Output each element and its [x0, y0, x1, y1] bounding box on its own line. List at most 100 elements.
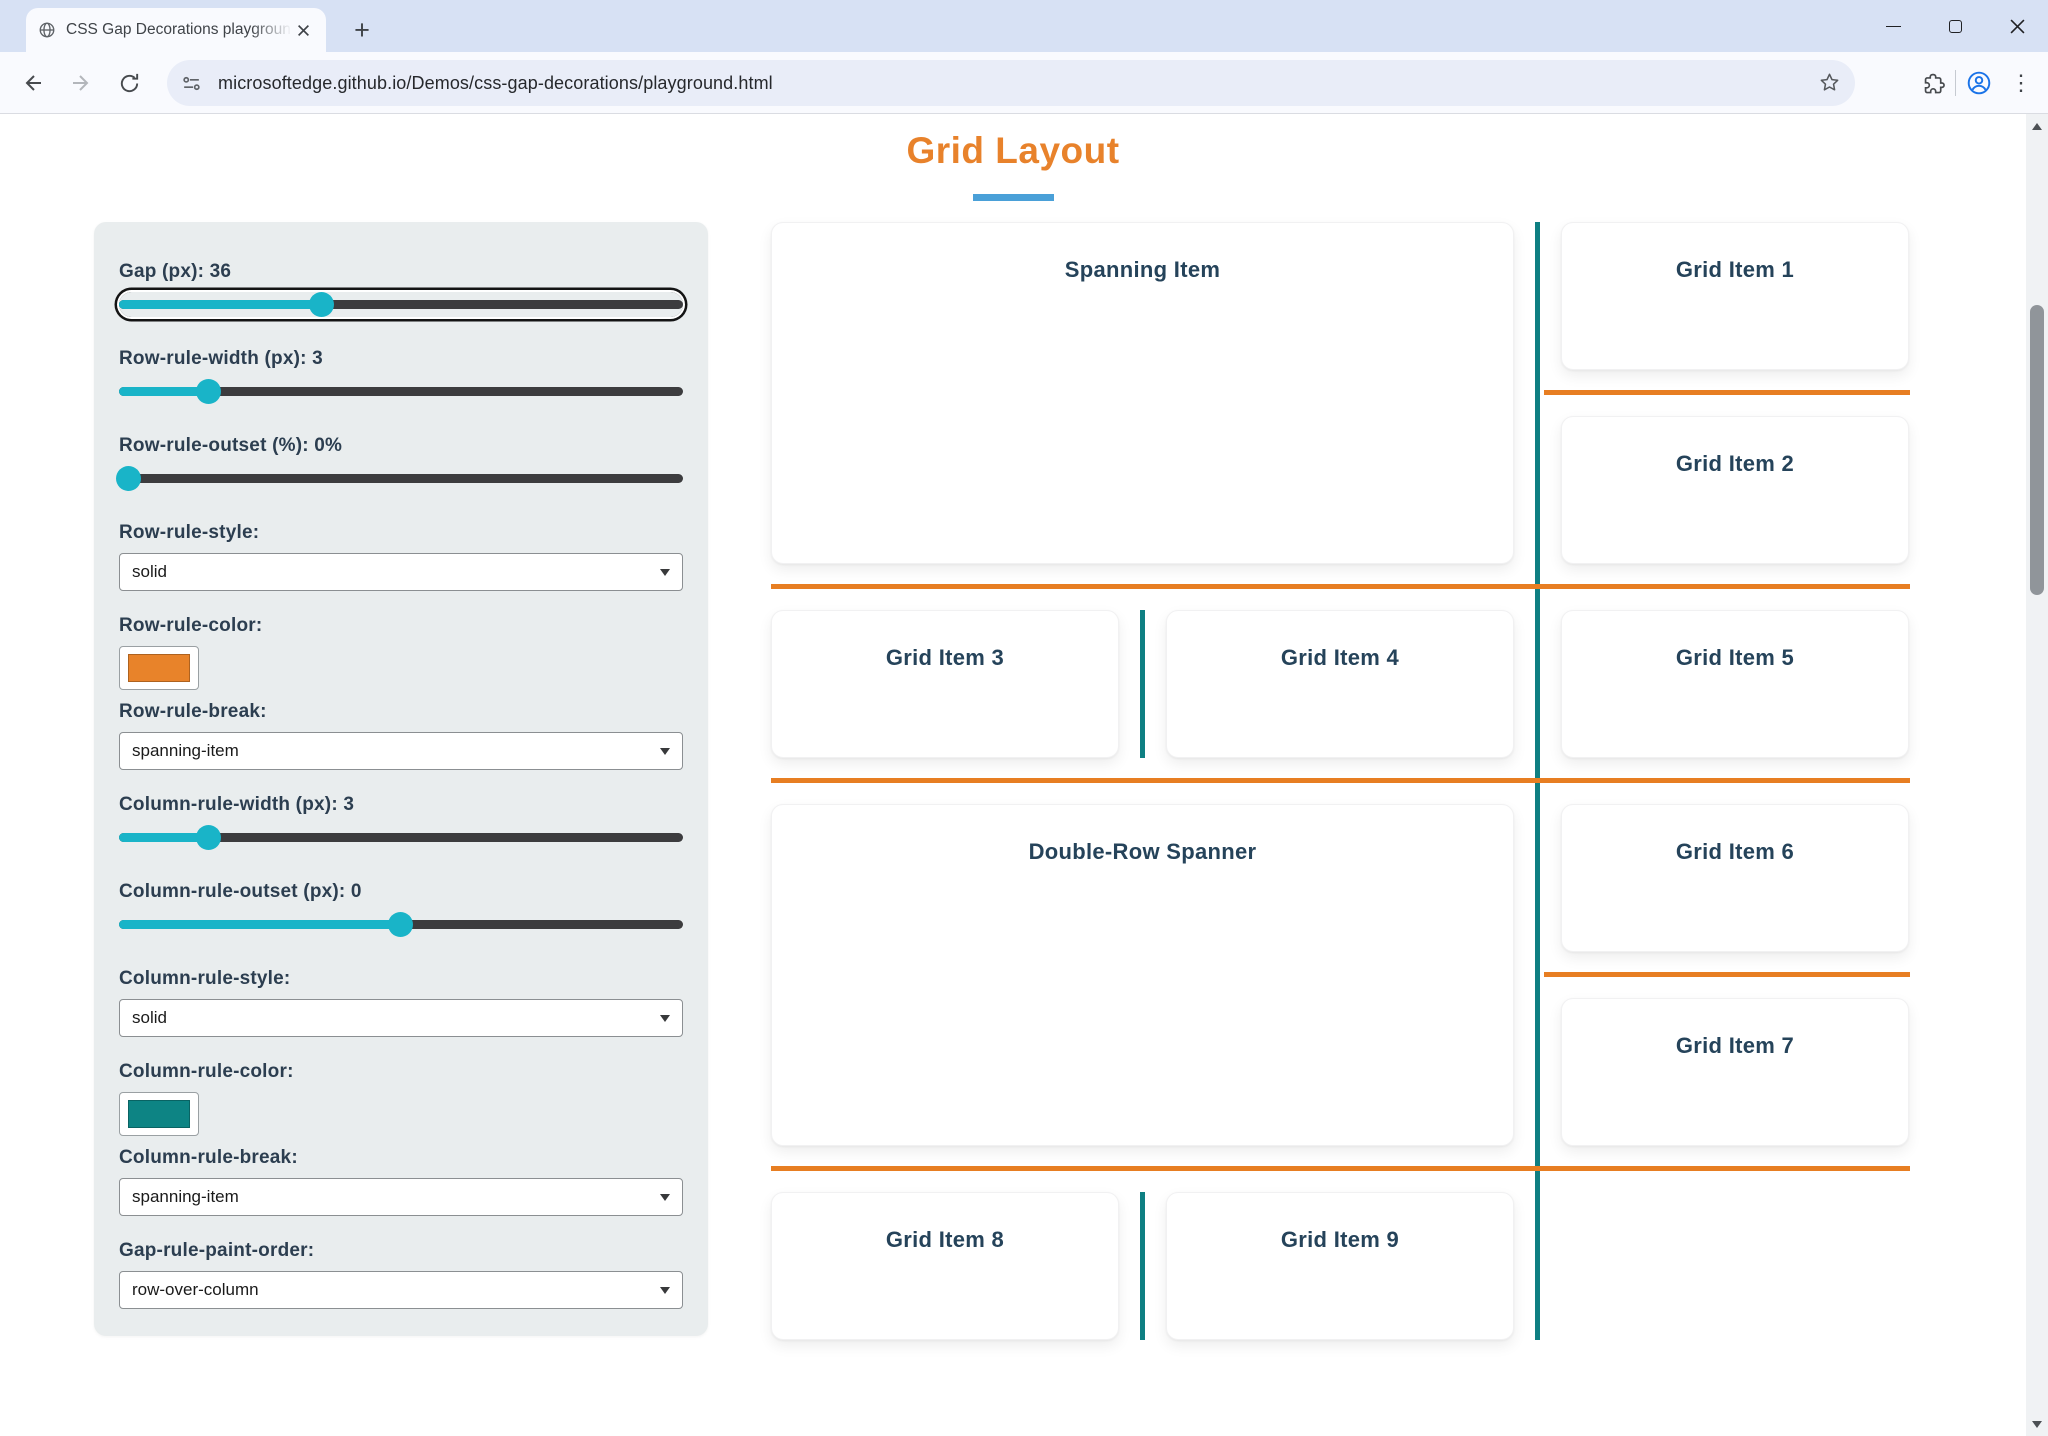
gap-slider[interactable]	[119, 292, 683, 317]
browser-tab[interactable]: CSS Gap Decorations playgroun	[26, 8, 326, 52]
grid-item-3: Grid Item 3	[771, 610, 1119, 758]
grid-item-4: Grid Item 4	[1166, 610, 1514, 758]
controls-panel: Gap (px): 36 Row-rule-width (px): 3 Row-…	[94, 222, 708, 1336]
column-rule-break-label: Column-rule-break:	[119, 1147, 298, 1168]
row-rule-width-slider[interactable]	[119, 379, 683, 404]
back-button[interactable]	[12, 62, 54, 104]
row-rule-style-label: Row-rule-style:	[119, 522, 260, 543]
grid-item-5: Grid Item 5	[1561, 610, 1909, 758]
selected-value: solid	[132, 1008, 167, 1027]
menu-kebab-icon[interactable]: ⋮	[2010, 70, 2032, 95]
globe-favicon-icon	[39, 22, 55, 38]
row-rule-line	[771, 778, 1910, 783]
column-rule-break-select[interactable]: spanning-item	[119, 1178, 683, 1216]
row-rule-style-group: Row-rule-style: solid	[119, 521, 683, 591]
tab-title: CSS Gap Decorations playgroun	[66, 21, 291, 38]
demo-grid: Spanning Item Grid Item 1 Grid Item 2 Gr…	[771, 222, 1910, 1340]
row-rule-width-label: Row-rule-width (px): 3	[119, 348, 323, 369]
column-rule-width-slider[interactable]	[119, 825, 683, 850]
chevron-down-icon	[660, 1014, 670, 1022]
row-rule-break-label: Row-rule-break:	[119, 701, 267, 722]
profile-avatar-icon[interactable]	[1966, 70, 1992, 96]
slider-thumb[interactable]	[196, 379, 222, 404]
grid-item-2: Grid Item 2	[1561, 416, 1909, 564]
reload-button[interactable]	[108, 62, 150, 104]
row-rule-style-select[interactable]: solid	[119, 553, 683, 591]
grid-item-9: Grid Item 9	[1166, 1192, 1514, 1340]
tab-strip: CSS Gap Decorations playgroun +	[0, 0, 2048, 52]
new-tab-button[interactable]: +	[354, 14, 370, 45]
tab-close-icon[interactable]	[292, 19, 314, 41]
row-rule-color-group: Row-rule-color:	[119, 614, 683, 690]
scrollbar-up-arrow[interactable]	[2026, 114, 2048, 138]
column-rule-segment	[1140, 610, 1145, 758]
slider-thumb[interactable]	[196, 825, 222, 850]
column-rule-color-label: Column-rule-color:	[119, 1061, 294, 1082]
color-swatch	[128, 1100, 190, 1128]
grid-item-1: Grid Item 1	[1561, 222, 1909, 370]
grid-item-6: Grid Item 6	[1561, 804, 1909, 952]
row-rule-line	[771, 1166, 1910, 1171]
site-settings-icon[interactable]	[181, 73, 202, 94]
gap-rule-paint-order-label: Gap-rule-paint-order:	[119, 1240, 315, 1261]
page-scrollbar[interactable]	[2026, 114, 2048, 1436]
forward-button[interactable]	[60, 62, 102, 104]
maximize-button[interactable]	[1924, 0, 1986, 52]
chevron-down-icon	[660, 1286, 670, 1294]
selected-value: spanning-item	[132, 741, 239, 760]
column-rule-width-label: Column-rule-width (px): 3	[119, 794, 355, 815]
close-button[interactable]	[1986, 0, 2048, 52]
selected-value: spanning-item	[132, 1187, 239, 1206]
gap-control-group: Gap (px): 36	[119, 260, 683, 317]
scrollbar-thumb[interactable]	[2030, 305, 2044, 595]
column-rule-style-select[interactable]: solid	[119, 999, 683, 1037]
url-text[interactable]: microsoftedge.github.io/Demos/css-gap-de…	[218, 72, 773, 93]
window-controls	[1862, 0, 2048, 52]
row-rule-line	[771, 584, 1910, 589]
browser-toolbar: microsoftedge.github.io/Demos/css-gap-de…	[0, 52, 2048, 114]
toolbar-separator	[1955, 70, 1956, 96]
row-rule-width-group: Row-rule-width (px): 3	[119, 347, 683, 404]
column-rule-outset-group: Column-rule-outset (px): 0	[119, 880, 683, 937]
row-rule-segment	[1544, 972, 1910, 977]
minimize-button[interactable]	[1862, 0, 1924, 52]
slider-thumb[interactable]	[388, 912, 413, 937]
row-rule-outset-label: Row-rule-outset (%): 0%	[119, 435, 343, 456]
bookmark-star-icon[interactable]	[1818, 71, 1841, 99]
grid-item-spanning: Spanning Item	[771, 222, 1514, 564]
grid-item-double-row-spanner: Double-Row Spanner	[771, 804, 1514, 1146]
row-rule-outset-group: Row-rule-outset (%): 0%	[116, 434, 683, 491]
chevron-down-icon	[660, 568, 670, 576]
row-rule-outset-slider[interactable]	[116, 466, 683, 491]
color-swatch	[128, 654, 190, 682]
chevron-down-icon	[660, 1193, 670, 1201]
slider-thumb[interactable]	[116, 466, 142, 491]
toolbar-right-icons: ⋮	[1922, 62, 2040, 104]
column-rule-style-label: Column-rule-style:	[119, 968, 291, 989]
column-rule-width-group: Column-rule-width (px): 3	[119, 793, 683, 850]
column-rule-outset-label: Column-rule-outset (px): 0	[119, 881, 362, 902]
slider-thumb[interactable]	[309, 292, 335, 317]
gap-label: Gap (px): 36	[119, 261, 232, 282]
column-rule-segment	[1140, 1192, 1145, 1340]
row-rule-break-select[interactable]: spanning-item	[119, 732, 683, 770]
row-rule-segment	[1544, 390, 1910, 395]
gap-rule-paint-order-group: Gap-rule-paint-order: row-over-column	[119, 1239, 683, 1309]
gap-rule-paint-order-select[interactable]: row-over-column	[119, 1271, 683, 1309]
scrollbar-down-arrow[interactable]	[2026, 1412, 2048, 1436]
row-rule-break-group: Row-rule-break: spanning-item	[119, 700, 683, 770]
column-rule-color-picker[interactable]	[119, 1092, 199, 1136]
selected-value: row-over-column	[132, 1280, 259, 1299]
chevron-down-icon	[660, 747, 670, 755]
grid-item-8: Grid Item 8	[771, 1192, 1119, 1340]
column-rule-style-group: Column-rule-style: solid	[119, 967, 683, 1037]
page-content: Grid Layout Gap (px): 36 Row-rule-width …	[0, 114, 2048, 1436]
address-bar[interactable]: microsoftedge.github.io/Demos/css-gap-de…	[167, 60, 1855, 106]
row-rule-color-picker[interactable]	[119, 646, 199, 690]
selected-value: solid	[132, 562, 167, 581]
page-title: Grid Layout	[906, 130, 1120, 171]
extensions-icon[interactable]	[1922, 72, 1945, 95]
column-rule-outset-slider[interactable]	[119, 912, 683, 937]
row-rule-color-label: Row-rule-color:	[119, 615, 263, 636]
